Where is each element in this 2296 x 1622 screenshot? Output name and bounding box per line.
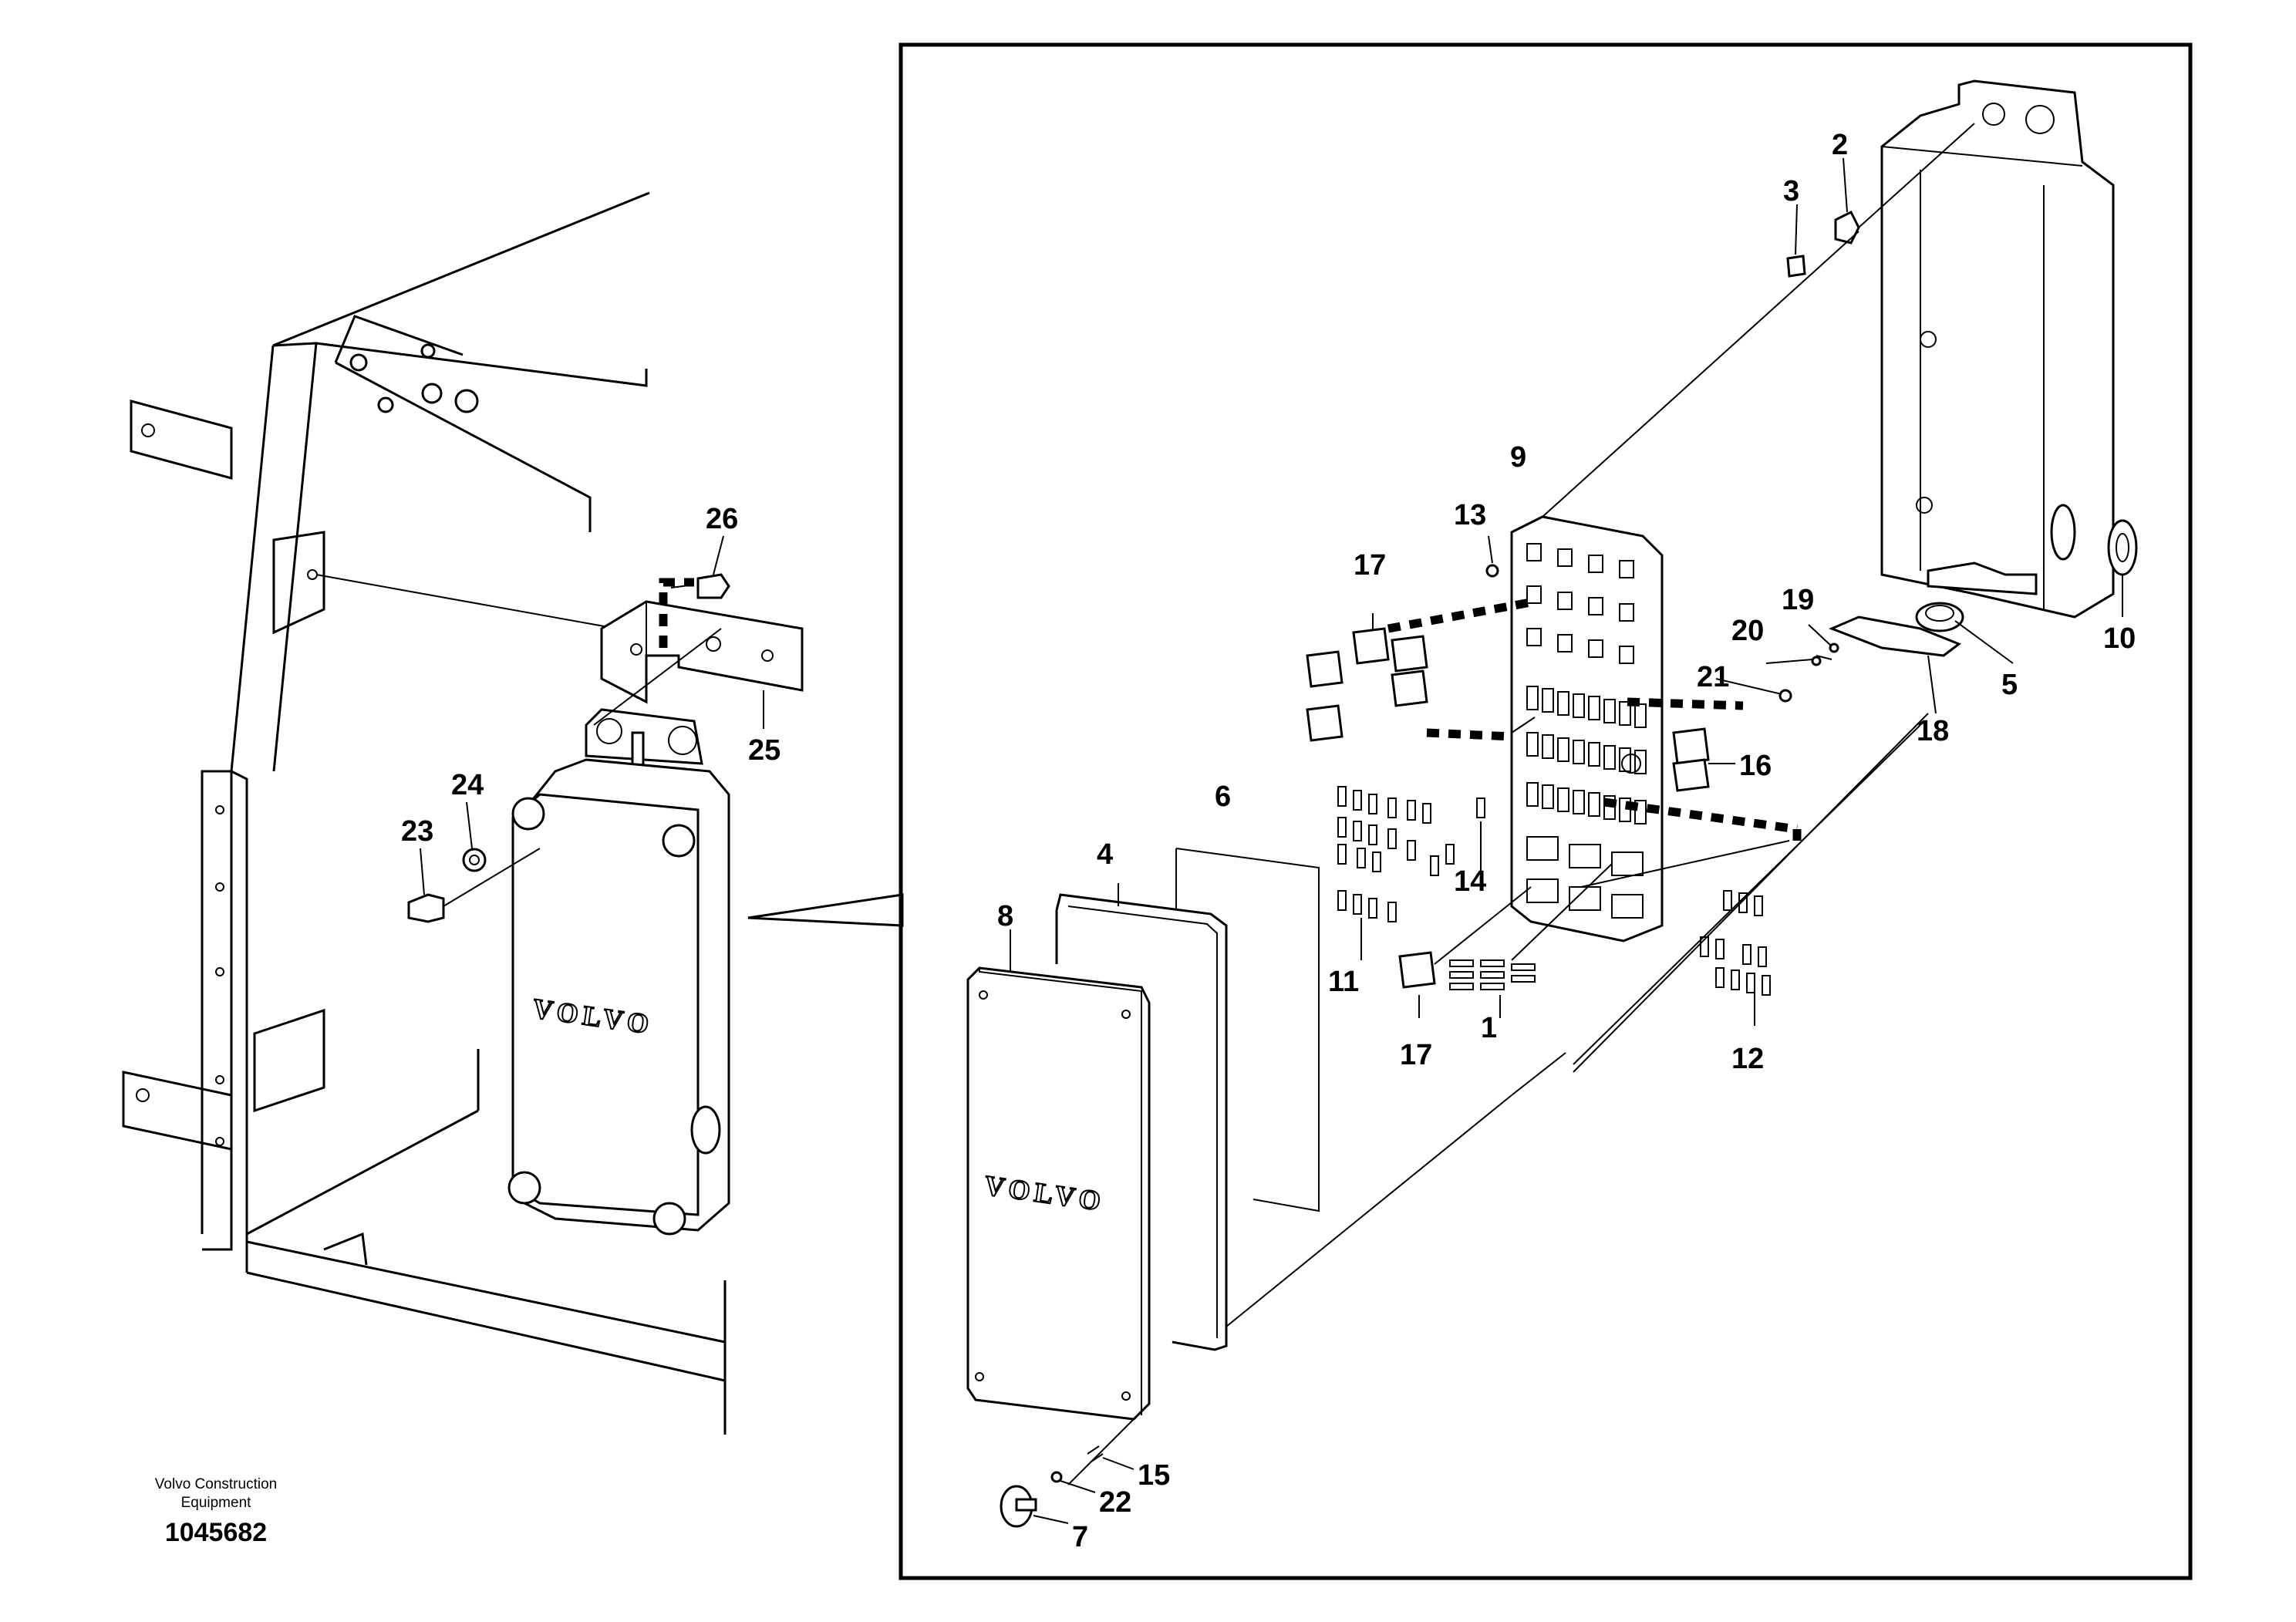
mounting-bracket (600, 600, 804, 704)
callout-8: 8 (997, 900, 1013, 932)
bolt-26 (670, 573, 730, 599)
callout-17b: 17 (1400, 1039, 1432, 1071)
callout-20: 20 (1731, 615, 1764, 647)
callout-9: 9 (1510, 441, 1526, 474)
fuse-box-housing (1880, 79, 2115, 619)
callout-21: 21 (1697, 661, 1729, 693)
callout-16: 16 (1739, 750, 1772, 782)
callout-17a: 17 (1354, 549, 1386, 582)
callout-25: 25 (748, 734, 781, 767)
brand-caption: Volvo Construction Equipment (116, 1475, 316, 1512)
callout-26: 26 (706, 503, 738, 535)
callout-7: 7 (1072, 1521, 1088, 1553)
spring-15 (1087, 1445, 1104, 1462)
callout-5: 5 (2001, 669, 2018, 701)
pin-22 (1050, 1471, 1063, 1483)
brand-line-2: Equipment (180, 1495, 251, 1511)
callout-24: 24 (451, 769, 484, 801)
drawing-number: 1045682 (164, 1518, 268, 1547)
circuit-board (1510, 515, 1664, 943)
grommet-2 (1834, 210, 1860, 244)
plug-3 (1786, 255, 1806, 278)
callout-labels: 1 2 3 4 5 6 7 8 9 10 11 12 13 14 15 16 1… (401, 129, 2136, 1553)
fuse-box-assembled: VOLVO (507, 708, 730, 1236)
pin-20 (1811, 656, 1822, 666)
machine-frame (122, 191, 727, 1435)
screw-13 (1485, 564, 1499, 578)
cap-5 (1915, 602, 1964, 632)
fuse-set-12 (1700, 890, 1771, 996)
callout-11: 11 (1328, 966, 1359, 998)
callout-12: 12 (1731, 1043, 1764, 1075)
callout-19: 19 (1782, 584, 1814, 616)
fuse-set-1 (1449, 959, 1536, 990)
callout-14: 14 (1454, 865, 1486, 898)
detail-frame (899, 42, 2193, 1580)
callout-10: 10 (2103, 622, 2136, 655)
callout-2: 2 (1832, 129, 1848, 161)
clip-18 (1829, 615, 1962, 657)
knob-7 (1000, 1485, 1037, 1528)
relay-16 (1672, 727, 1710, 792)
callout-1: 1 (1481, 1012, 1497, 1044)
washer-24 (462, 848, 487, 872)
callout-18: 18 (1917, 715, 1949, 747)
callout-6: 6 (1215, 781, 1231, 813)
callout-13: 13 (1454, 499, 1486, 531)
screw-23 (407, 893, 445, 923)
callout-4: 4 (1097, 838, 1113, 871)
screw-21 (1778, 689, 1792, 703)
callout-3: 3 (1783, 175, 1799, 207)
fuse-set-11 (1337, 786, 1485, 922)
grommet-10 (2107, 519, 2138, 576)
gasket-4 (1055, 893, 1228, 1351)
pin-19 (1829, 642, 1839, 653)
brand-line-1: Volvo Construction (154, 1476, 278, 1492)
callout-23: 23 (401, 815, 433, 848)
callout-22: 22 (1099, 1486, 1131, 1519)
callout-15: 15 (1138, 1459, 1170, 1492)
relay-17-lower (1398, 951, 1436, 989)
cover-8: VOLVO (966, 966, 1151, 1421)
relay-group-17 (1306, 627, 1428, 742)
